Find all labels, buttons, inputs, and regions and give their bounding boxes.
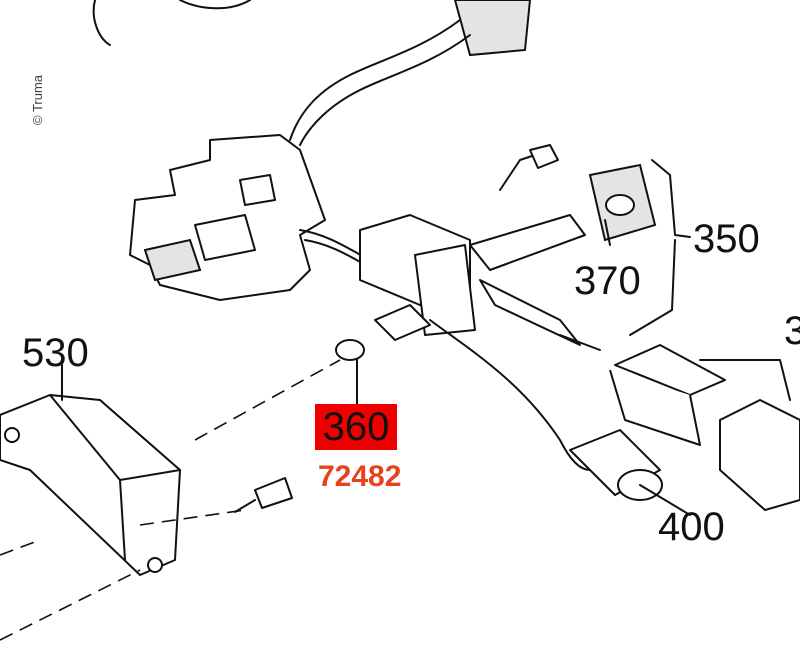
part-number: 72482	[318, 460, 402, 493]
circuit-board	[129, 134, 376, 301]
position-number: 360	[322, 405, 390, 449]
assembly-line	[139, 509, 246, 526]
brackets	[609, 159, 800, 511]
label-cut-off: 3	[784, 309, 800, 353]
label-400: 400	[658, 505, 725, 549]
washer-360	[335, 339, 365, 406]
valve-assembly	[359, 144, 601, 471]
label-530: 530	[22, 331, 89, 375]
ignition-module	[0, 364, 293, 576]
highlighted-position-360[interactable]: 360	[315, 404, 397, 450]
assembly-line	[0, 569, 141, 641]
assembly-line	[194, 359, 341, 441]
label-350: 350	[693, 217, 760, 261]
sensor-cylinder	[569, 429, 691, 516]
label-370: 370	[574, 259, 641, 303]
wire-harness	[92, 0, 532, 146]
copyright-text: © Truma	[30, 74, 45, 125]
assembly-line	[0, 539, 41, 556]
grommet	[588, 163, 657, 246]
